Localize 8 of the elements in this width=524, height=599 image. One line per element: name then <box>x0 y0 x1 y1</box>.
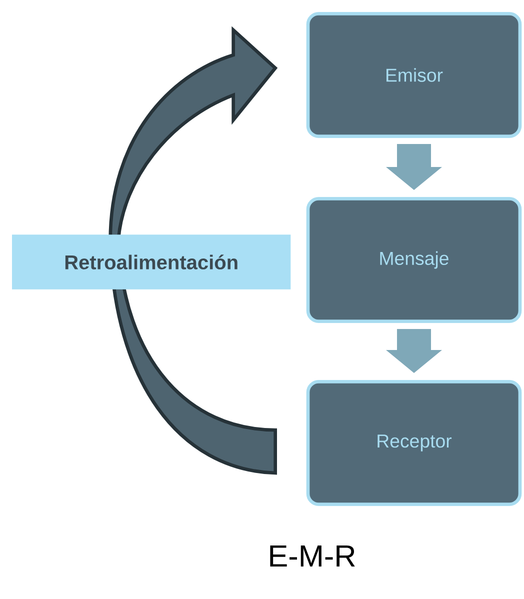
curved-arrow <box>108 28 277 475</box>
edge-label: Retroalimentación <box>12 234 291 290</box>
caption: E-M-R <box>270 545 355 567</box>
block-arrow <box>386 144 442 190</box>
process-box: Receptor <box>306 380 522 506</box>
block-arrow <box>386 329 442 373</box>
process-box: Mensaje <box>306 197 522 323</box>
process-box: Emisor <box>306 12 522 138</box>
